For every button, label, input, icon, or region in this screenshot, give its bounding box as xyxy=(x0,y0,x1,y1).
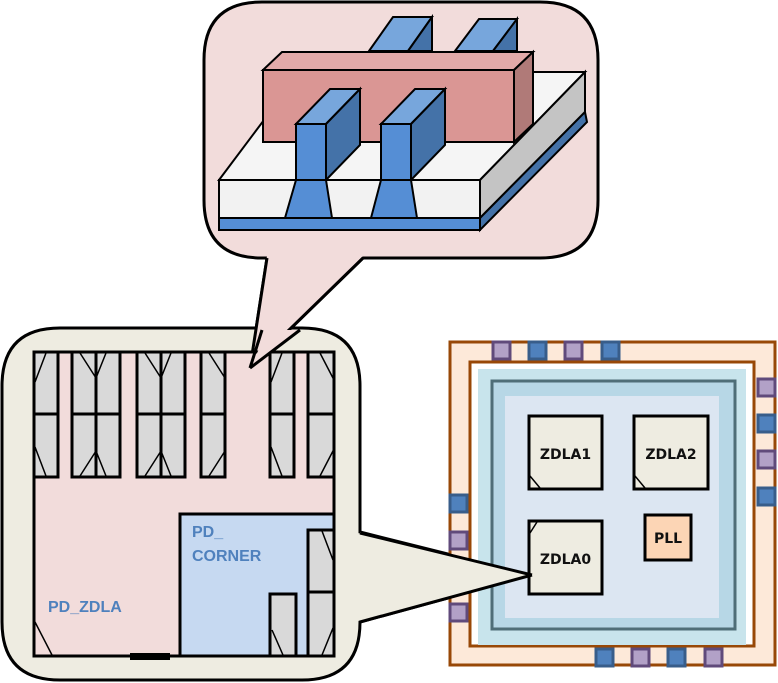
io-pad-left-purple xyxy=(448,530,469,551)
std-cell-marker xyxy=(208,352,226,379)
std-cell xyxy=(306,412,336,479)
io-pad-bottom-purple xyxy=(630,647,651,668)
std-cell xyxy=(199,350,227,416)
block-zdla0[interactable]: ZDLA0 xyxy=(527,519,604,596)
std-cell-marker xyxy=(95,450,107,477)
pd-zdla-corner-marker xyxy=(34,621,53,656)
io-pad-top-purple xyxy=(491,340,512,361)
block-zdla1-label: ZDLA1 xyxy=(540,447,591,463)
std-cell xyxy=(32,350,60,416)
std-cell xyxy=(70,350,98,416)
std-cell-marker xyxy=(144,450,162,477)
std-cell xyxy=(159,412,187,479)
std-cell-marker xyxy=(95,352,107,379)
std-cell xyxy=(32,412,60,479)
front-fin-1 xyxy=(283,86,363,219)
block-zdla0-label: ZDLA0 xyxy=(540,552,592,568)
std-cell-marker xyxy=(34,446,47,477)
power-domain-callout: PD_ZDLA PD_ CORNER xyxy=(0,256,538,682)
chip: ZDLA1 ZDLA2 ZDLA0 PLL xyxy=(448,340,777,668)
std-cell xyxy=(159,350,187,416)
front-fin-2 xyxy=(369,86,448,219)
base-layer-front xyxy=(218,217,481,231)
std-cell-marker xyxy=(79,352,97,379)
block-zdla2[interactable]: ZDLA2 xyxy=(632,414,710,491)
block-pll-label: PLL xyxy=(654,531,682,547)
std-cell-marker xyxy=(144,352,162,379)
std-cell xyxy=(94,412,122,479)
std-cell xyxy=(135,350,163,416)
block-zdla1[interactable]: ZDLA1 xyxy=(527,414,604,491)
std-cell xyxy=(306,350,336,416)
pd-corner-label-line2: CORNER xyxy=(192,548,262,565)
std-cell xyxy=(268,412,296,479)
std-cell-marker xyxy=(160,352,172,379)
std-cell xyxy=(268,350,296,416)
std-cell-marker xyxy=(319,352,335,381)
std-cell xyxy=(199,412,227,479)
std-cell-marker xyxy=(270,446,283,477)
pd-corner-label-line1: PD_ xyxy=(192,524,224,541)
io-pad-bottom-purple xyxy=(703,647,724,668)
power-domain-callout-tail xyxy=(359,531,533,624)
io-pad-left-purple xyxy=(448,602,469,623)
pd-zdla-label: PD_ZDLA xyxy=(48,599,122,616)
block-pll[interactable]: PLL xyxy=(643,513,693,562)
io-pad-right-blue xyxy=(756,413,777,434)
std-cell-row xyxy=(32,350,336,479)
io-pads xyxy=(448,340,777,668)
std-cell xyxy=(94,350,122,416)
std-cell-marker xyxy=(34,352,47,383)
io-pad-right-blue xyxy=(756,486,777,507)
io-pad-bottom-blue xyxy=(594,647,615,668)
std-cell-marker xyxy=(79,450,97,477)
io-pad-top-purple xyxy=(563,340,584,361)
std-cell xyxy=(70,412,98,479)
io-pad-right-purple xyxy=(756,449,777,470)
substrate-front xyxy=(218,179,481,219)
corner-cell-short xyxy=(268,592,298,658)
io-pad-top-blue xyxy=(527,340,548,361)
std-cell-marker xyxy=(270,352,283,383)
block-zdla2-label: ZDLA2 xyxy=(645,447,696,463)
corner-cell-tall xyxy=(306,528,336,658)
io-pad-right-purple xyxy=(756,377,777,398)
power-switch-bar xyxy=(130,653,170,660)
std-cell-marker xyxy=(160,450,172,477)
io-pad-bottom-blue xyxy=(666,647,687,668)
std-cell-marker xyxy=(208,450,226,477)
io-pad-left-blue xyxy=(448,493,469,514)
std-cell xyxy=(135,412,163,479)
io-pad-top-blue xyxy=(600,340,621,361)
std-cell-marker xyxy=(319,448,335,477)
